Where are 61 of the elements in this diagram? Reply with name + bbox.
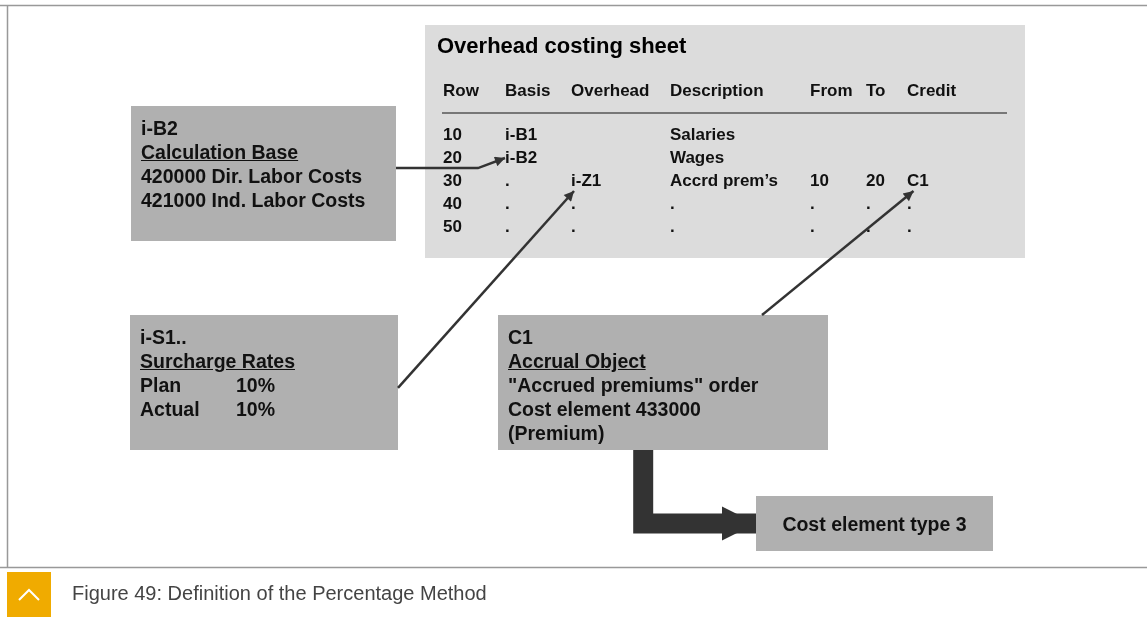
figure-caption: Figure 49: Definition of the Percentage Method	[72, 582, 487, 605]
table-entry: .	[866, 217, 871, 237]
table-entry: Salaries	[670, 125, 736, 145]
column-header: Basis	[505, 81, 551, 101]
column-header: Overhead	[571, 81, 650, 101]
table-entry: .	[571, 217, 576, 237]
box-heading: Calculation Base	[141, 140, 300, 164]
box-heading: Surcharge Rates	[140, 349, 296, 373]
arrow	[761, 190, 915, 316]
costing-sheet-panel	[425, 25, 1025, 258]
table-entry: 10	[443, 125, 462, 145]
box-text: 420000 Dir. Labor Costs	[141, 164, 364, 188]
info-box	[131, 106, 396, 241]
table-entry: .	[670, 194, 675, 214]
table-entry: i-B1	[505, 125, 538, 145]
table-entry: .	[866, 194, 871, 214]
table-entry: i-B2	[505, 148, 538, 168]
table-entry: 10	[810, 171, 829, 191]
block-arrow	[633, 450, 756, 541]
info-box	[130, 315, 398, 450]
table-entry: 50	[443, 217, 462, 237]
box-text: 10%	[236, 373, 276, 397]
box-heading: Accrual Object	[508, 349, 647, 373]
table-entry: 30	[443, 171, 462, 191]
table-entry: .	[810, 194, 815, 214]
panel-title: Overhead costing sheet	[437, 33, 687, 59]
box-text: 10%	[236, 397, 276, 421]
table-entry: Accrd prem’s	[670, 171, 779, 191]
column-header: From	[810, 81, 853, 101]
table-entry: .	[505, 217, 510, 237]
table-entry: 40	[443, 194, 462, 214]
info-box	[498, 315, 828, 450]
box-text: "Accrued premiums" order	[508, 373, 760, 397]
box-id: C1	[508, 325, 534, 349]
info-box	[756, 496, 993, 551]
arrow	[397, 190, 575, 389]
table-entry: .	[571, 194, 576, 214]
column-header: Row	[443, 81, 479, 101]
column-header: Description	[670, 81, 764, 101]
table-entry: .	[810, 217, 815, 237]
table-entry: .	[670, 217, 675, 237]
table-entry: 20	[443, 148, 462, 168]
table-entry: i-Z1	[571, 171, 602, 191]
column-header: To	[866, 81, 886, 101]
table-entry: .	[505, 171, 510, 191]
box-id: i-B2	[141, 116, 179, 140]
box-text: Plan	[140, 373, 183, 397]
box-text: 421000 Ind. Labor Costs	[141, 188, 367, 212]
column-header: Credit	[907, 81, 957, 101]
table-entry: .	[907, 217, 912, 237]
box-text: (Premium)	[508, 421, 606, 445]
box-text: Cost element 433000	[508, 397, 702, 421]
table-entry: 20	[866, 171, 885, 191]
arrow	[396, 156, 506, 170]
box-text: Cost element type 3	[782, 511, 967, 536]
table-entry: Wages	[670, 148, 725, 168]
table-entry: .	[907, 194, 912, 214]
box-id: i-S1..	[140, 325, 188, 349]
box-text: Actual	[140, 397, 201, 421]
table-entry: .	[505, 194, 510, 214]
table-entry: C1	[907, 171, 929, 191]
